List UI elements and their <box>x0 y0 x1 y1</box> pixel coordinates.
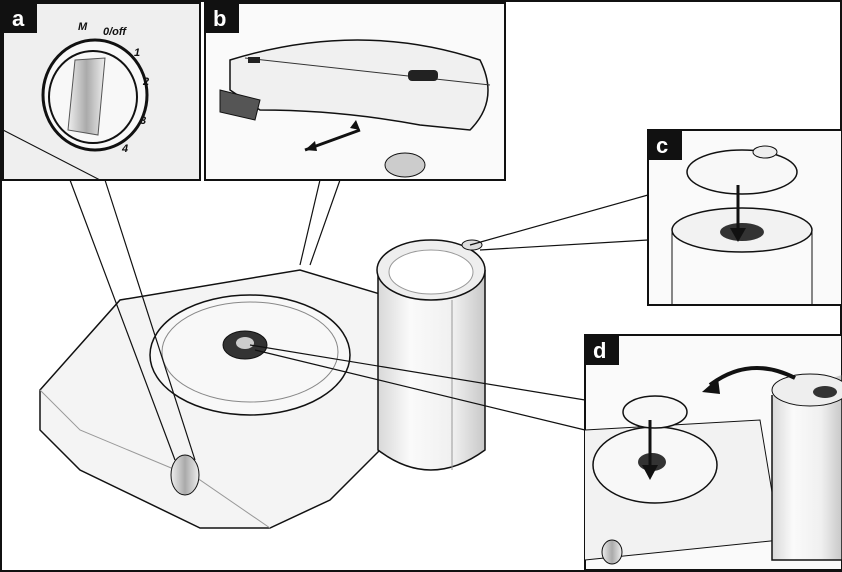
dial-mark-1: 1 <box>134 47 140 59</box>
panel-c: c <box>648 130 842 305</box>
dial-mark-3: 3 <box>140 115 146 127</box>
panel-a-label: a <box>12 6 25 31</box>
dial-mark-m: M <box>78 21 88 33</box>
panel-d-label: d <box>593 338 606 363</box>
panel-b-label: b <box>213 6 226 31</box>
panel-b: b <box>205 3 505 180</box>
cap-lid-d <box>623 396 687 428</box>
arm-release-button <box>408 70 438 81</box>
dial-mark-4: 4 <box>121 143 128 155</box>
panel-c-label: c <box>656 133 668 158</box>
tower-cylinder <box>377 240 485 470</box>
panel-a: M 0/off 1 2 3 4 a <box>3 3 200 180</box>
speed-dial-small <box>171 455 199 495</box>
dial-knob-grip <box>68 58 105 135</box>
dial-mark-2: 2 <box>142 76 149 88</box>
dial-mark-off: 0/off <box>103 26 127 38</box>
cap-lid <box>687 150 797 194</box>
panel-d: d <box>585 335 842 570</box>
